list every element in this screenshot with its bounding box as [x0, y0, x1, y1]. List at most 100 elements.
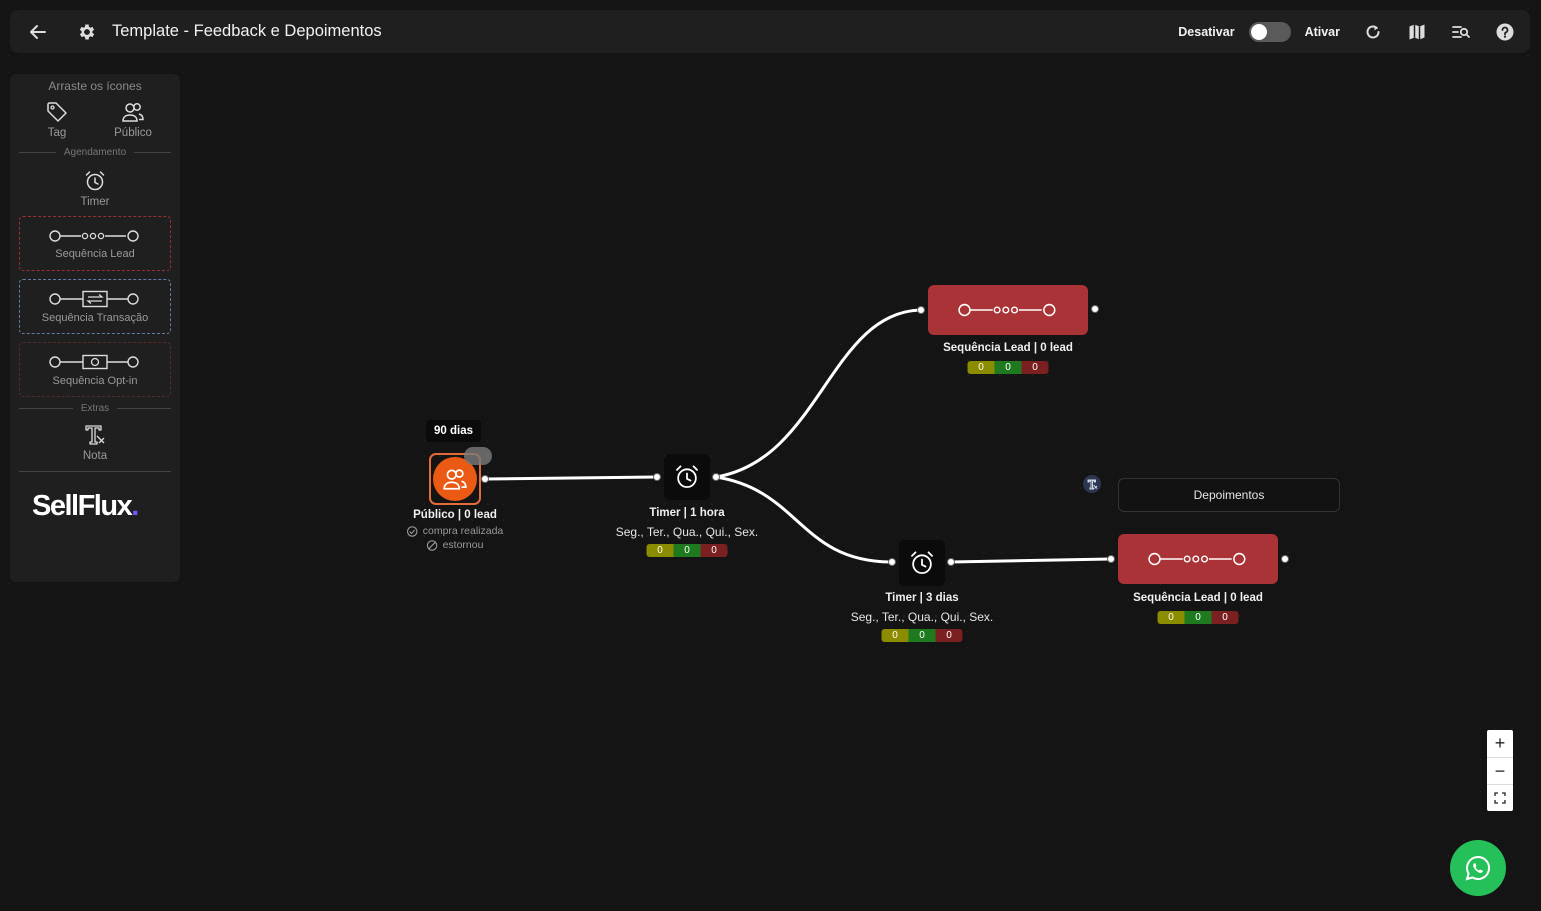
alarm-clock-icon — [85, 171, 105, 191]
note-text-icon — [85, 425, 105, 445]
timer2-input-port[interactable] — [888, 558, 896, 566]
back-button[interactable] — [26, 20, 50, 44]
logo-text: SellFlux — [32, 490, 133, 522]
sequence-lead-icon — [49, 229, 139, 242]
block-icon — [426, 539, 438, 551]
header-actions: Desativar Ativar — [1178, 21, 1516, 43]
timer2-stat-green: 0 — [908, 629, 936, 642]
timer1-input-port[interactable] — [653, 473, 661, 481]
settings-button[interactable] — [76, 21, 98, 43]
palette-sequencia-optin-label: Sequência Opt-in — [52, 374, 138, 387]
node-sequencia-lead-1[interactable] — [928, 285, 1088, 335]
timer2-stat-yellow: 0 — [881, 629, 909, 642]
gear-icon — [79, 24, 95, 39]
edge-timer1-seq1 — [715, 308, 922, 479]
timer1-stat-green: 0 — [673, 544, 701, 557]
sequence-transaction-icon — [49, 290, 139, 307]
logo-dot: . — [131, 490, 139, 522]
search-list-icon — [1452, 25, 1470, 38]
timer2-stats: 0 0 0 — [881, 629, 963, 642]
note-node[interactable]: Depoimentos — [1118, 478, 1340, 512]
publico-condition-include: compra realizada — [406, 525, 503, 537]
timer2-output-port[interactable] — [947, 558, 955, 566]
timer2-days: Seg., Ter., Qua., Qui., Sex. — [850, 610, 994, 624]
seq1-stat-yellow: 0 — [967, 361, 995, 374]
refresh-button[interactable] — [1362, 21, 1384, 43]
section-extras: Extras — [19, 403, 171, 414]
timer1-label: Timer | 1 hora — [649, 507, 725, 519]
timer1-stat-yellow: 0 — [646, 544, 674, 557]
toggle-knob — [1250, 23, 1267, 40]
sidebar-divider — [19, 471, 171, 472]
edge-timer1-timer2 — [715, 475, 893, 564]
palette-row-extras: Nota — [19, 424, 171, 462]
users-icon — [122, 103, 144, 122]
palette-publico[interactable]: Público — [95, 101, 171, 139]
minus-icon: − — [1494, 760, 1506, 781]
palette-sequencia-optin[interactable]: Sequência Opt-in — [19, 342, 171, 397]
timer2-stat-red: 0 — [935, 629, 963, 642]
seq1-stat-red: 0 — [1021, 361, 1049, 374]
section-extras-label: Extras — [80, 403, 110, 414]
seq1-stat-green: 0 — [994, 361, 1022, 374]
section-agendamento-label: Agendamento — [63, 147, 127, 158]
palette-sequencia-lead[interactable]: Sequência Lead — [19, 216, 171, 271]
page-title: Template - Feedback e Depoimentos — [112, 22, 382, 40]
timer2-label: Timer | 3 dias — [885, 592, 959, 604]
seq1-label: Sequência Lead | 0 lead — [943, 342, 1073, 354]
publico-tooltip: 90 dias — [426, 420, 481, 442]
node-sequencia-lead-2[interactable] — [1118, 534, 1278, 584]
arrow-left-icon — [30, 24, 46, 39]
seq1-output-port[interactable] — [1091, 305, 1099, 313]
search-list-button[interactable] — [1450, 21, 1472, 43]
palette-tag[interactable]: Tag — [19, 101, 95, 139]
palette-timer-label: Timer — [80, 196, 110, 208]
fit-view-button[interactable] — [1487, 784, 1513, 811]
whatsapp-button[interactable] — [1450, 840, 1506, 896]
tag-icon — [47, 102, 67, 122]
toggle-on-label: Ativar — [1304, 24, 1340, 39]
sequence-optin-icon — [49, 354, 139, 369]
activation-toggle[interactable] — [1248, 21, 1291, 42]
map-icon — [1409, 24, 1425, 39]
palette-tag-label: Tag — [47, 127, 67, 139]
help-button[interactable] — [1494, 21, 1516, 43]
seq2-input-port[interactable] — [1107, 555, 1115, 563]
map-button[interactable] — [1406, 21, 1428, 43]
timer1-stat-red: 0 — [700, 544, 728, 557]
note-text: Depoimentos — [1193, 488, 1265, 502]
publico-condition-exclude: estornou — [426, 539, 483, 551]
palette-publico-label: Público — [114, 127, 152, 139]
seq2-stat-red: 0 — [1211, 611, 1239, 624]
node-timer-2[interactable] — [899, 540, 945, 586]
section-agendamento: Agendamento — [19, 147, 171, 158]
seq2-stat-yellow: 0 — [1157, 611, 1185, 624]
palette-nota[interactable]: Nota — [57, 424, 133, 462]
seq1-input-port[interactable] — [917, 306, 925, 314]
drag-hint: Arraste os ícones — [48, 79, 142, 93]
timer1-output-port[interactable] — [712, 473, 720, 481]
top-header: Template - Feedback e Depoimentos Desati… — [10, 10, 1530, 53]
publico-output-port[interactable] — [481, 475, 489, 483]
edge-timer2-seq2 — [950, 557, 1112, 564]
note-node-icon[interactable] — [1083, 475, 1101, 493]
node-timer-1[interactable] — [664, 454, 710, 500]
help-icon — [1496, 23, 1514, 40]
alarm-clock-icon — [911, 551, 933, 574]
zoom-controls: + − — [1487, 730, 1513, 811]
zoom-in-button[interactable]: + — [1487, 730, 1513, 757]
palette-sequencia-transacao[interactable]: Sequência Transação — [19, 279, 171, 334]
palette-sequencia-transacao-label: Sequência Transação — [41, 311, 149, 324]
zoom-out-button[interactable]: − — [1487, 757, 1513, 784]
seq1-stats: 0 0 0 — [967, 361, 1049, 374]
toggle-off-label: Desativar — [1178, 24, 1235, 39]
seq2-output-port[interactable] — [1281, 555, 1289, 563]
refresh-icon — [1366, 24, 1380, 38]
plus-icon: + — [1494, 733, 1506, 753]
sequence-lead-icon — [958, 303, 1056, 317]
palette-timer[interactable]: Timer — [57, 170, 133, 208]
fullscreen-icon — [1494, 792, 1506, 804]
publico-node-badge[interactable] — [464, 447, 492, 465]
node-palette: Arraste os ícones Tag Público Agendament… — [10, 74, 180, 582]
